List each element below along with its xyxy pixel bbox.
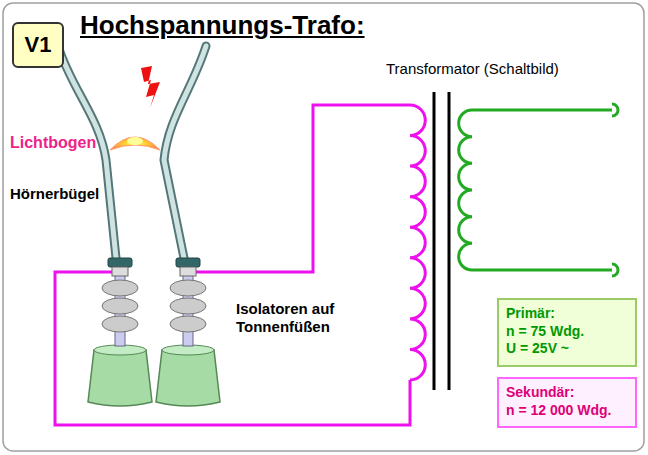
electric-arc <box>110 137 160 150</box>
insulator <box>88 258 152 406</box>
insulator <box>156 258 220 406</box>
part-label: Hörnerbügel <box>10 185 99 203</box>
info-box: Sekundär:n = 12 000 Wdg. <box>497 377 637 428</box>
frame <box>3 3 644 451</box>
transformer-core <box>434 92 449 390</box>
info-text: n = 12 000 Wdg. <box>506 402 628 420</box>
tag-text: V1 <box>25 31 52 59</box>
coils <box>410 105 472 380</box>
part-label: Lichtbogen <box>10 133 96 152</box>
diagram-label: Transformator (Schaltbild) <box>386 60 559 78</box>
horn-electrodes <box>58 46 206 258</box>
info-text: U = 25V ~ <box>506 340 628 358</box>
info-box: Primär:n = 75 Wdg.U = 25V ~ <box>497 298 637 367</box>
title: Hochspannungs-Trafo: <box>80 10 365 41</box>
lightning-bolt <box>141 66 160 108</box>
coil-winding <box>410 105 425 380</box>
info-text: Sekundär: <box>506 384 628 402</box>
info-text: Primär: <box>506 305 628 323</box>
secondary-wire <box>472 104 618 276</box>
arc-core <box>127 137 143 145</box>
insulators <box>88 258 220 406</box>
info-text: n = 75 Wdg. <box>506 323 628 341</box>
tag-box: V1 <box>12 22 64 68</box>
coil-winding <box>459 110 472 270</box>
part-label: Isolatoren auf Tonnenfüßen <box>236 300 366 336</box>
